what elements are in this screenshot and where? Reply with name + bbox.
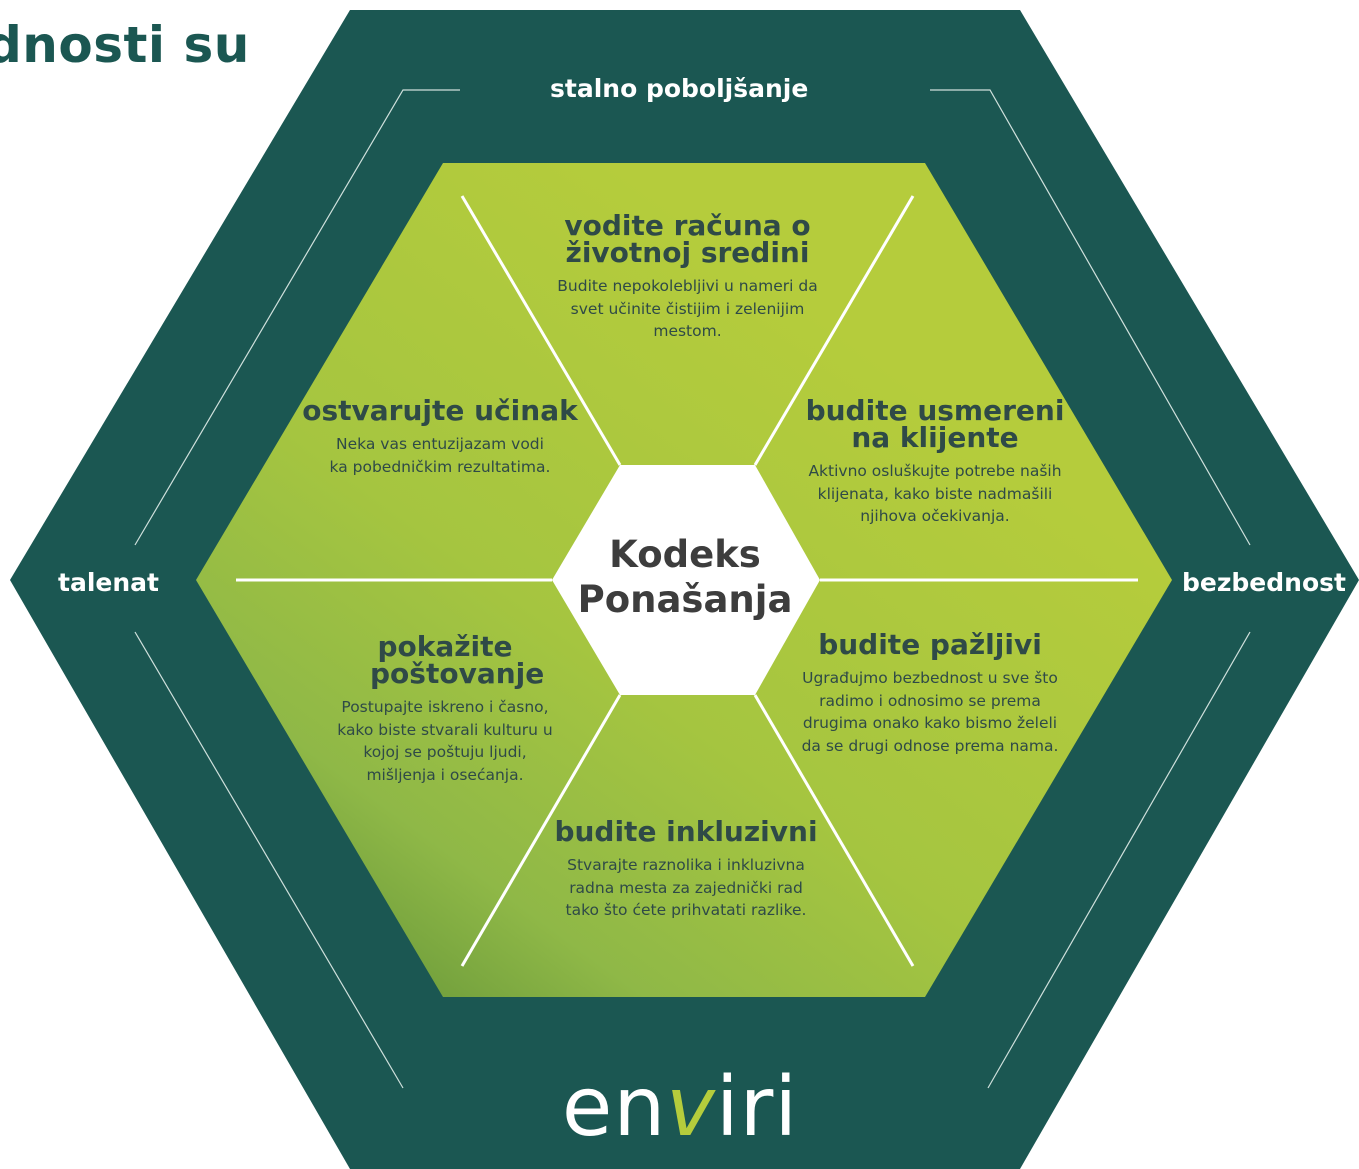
logo-text-start: en <box>561 1060 667 1155</box>
value-label-top: stalno poboljšanje <box>550 74 809 103</box>
segment-upper-right: budite usmereni na klijente Aktivno oslu… <box>795 397 1075 528</box>
segment-upper-left: ostvarujte učinak Neka vas entuzijazam v… <box>290 397 590 478</box>
segment-lower-left: pokažite poštovanje Postupajte iskreno i… <box>325 633 565 786</box>
segment-top-title: vodite računa o životnoj sredini <box>564 209 811 269</box>
value-label-right: bezbednost <box>1182 568 1346 597</box>
logo-text-end: iri <box>715 1060 799 1155</box>
center-title: Kodeks Ponašanja <box>565 532 805 622</box>
segment-lower-left-title: pokažite poštovanje <box>370 630 545 690</box>
center-hexagon <box>552 465 820 695</box>
segment-top: vodite računa o životnoj sredini Budite … <box>555 212 820 343</box>
segment-lower-right-title: budite pažljivi <box>818 628 1042 661</box>
logo-accent-letter: v <box>666 1060 716 1155</box>
segment-top-description: Budite nepokolebljivi u nameri da svet u… <box>557 277 818 340</box>
segment-upper-left-description: Neka vas entuzijazam vodi ka pobedničkim… <box>329 435 551 476</box>
center-title-line2: Ponašanja <box>577 578 793 621</box>
segment-bottom-title: budite inkluzivni <box>554 815 818 848</box>
segment-lower-right: budite pažljivi Ugrađujmo bezbednost u s… <box>780 631 1080 757</box>
segment-dividers <box>236 195 1138 967</box>
segment-upper-right-title: budite usmereni na klijente <box>805 394 1065 454</box>
page-title: dnosti su <box>0 16 250 74</box>
segment-upper-left-title: ostvarujte učinak <box>302 394 578 427</box>
segment-lower-right-description: Ugrađujmo bezbednost u sve što radimo i … <box>801 669 1059 755</box>
segment-bottom: budite inkluzivni Stvarajte raznolika i … <box>545 818 827 922</box>
center-title-line1: Kodeks <box>609 533 761 576</box>
enviri-logo: enviri <box>520 1058 840 1158</box>
segment-lower-left-description: Postupajte iskreno i časno, kako biste s… <box>337 698 553 784</box>
segment-bottom-description: Stvarajte raznolika i inkluzivna radna m… <box>565 856 807 919</box>
value-label-left: talenat <box>58 568 159 597</box>
segment-upper-right-description: Aktivno osluškujte potrebe naših klijena… <box>808 462 1062 525</box>
ring-lines <box>134 89 1251 1089</box>
